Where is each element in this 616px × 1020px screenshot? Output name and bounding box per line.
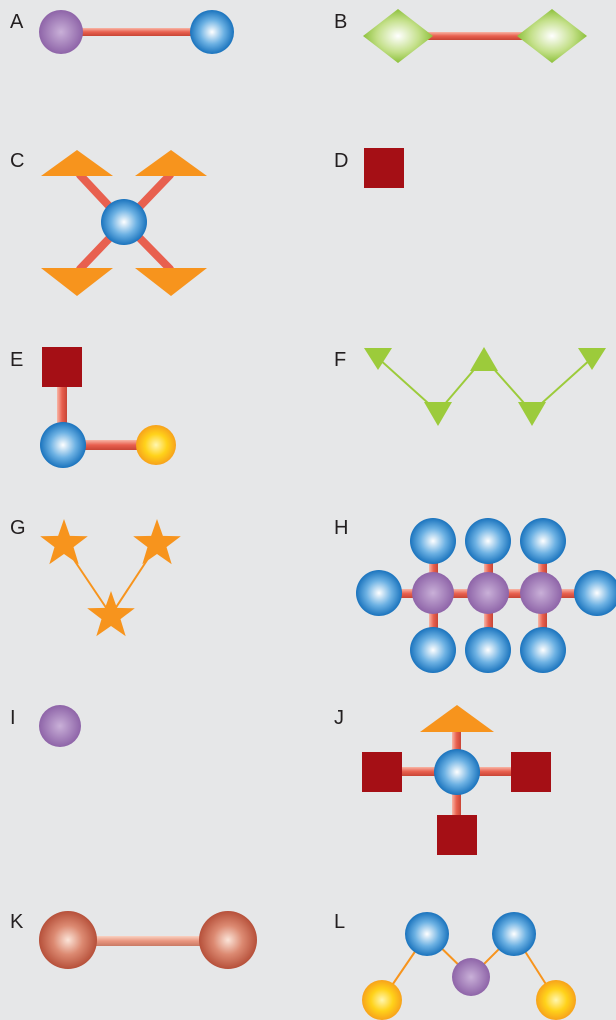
yellow-atom <box>536 980 576 1020</box>
yellow-atom <box>136 425 176 465</box>
red-square-atom <box>42 347 82 387</box>
blue-atom <box>356 570 402 616</box>
blue-atom <box>520 627 566 673</box>
green-triangle-atom <box>424 402 452 426</box>
panel-label-i: I <box>10 707 16 729</box>
panel-label-b: B <box>334 11 348 33</box>
panel-label-h: H <box>334 517 349 539</box>
purple-atom <box>39 705 81 747</box>
blue-atom <box>492 912 536 956</box>
panel-label-d: D <box>334 150 349 172</box>
blue-atom <box>410 518 456 564</box>
bond <box>62 440 157 450</box>
blue-atom <box>434 749 480 795</box>
red-square-atom <box>364 148 404 188</box>
red-square-atom <box>437 815 477 855</box>
orange-star-atom <box>40 519 88 565</box>
molecule-l <box>362 912 576 1020</box>
molecule-k <box>39 911 257 969</box>
orange-star-atom <box>133 519 181 565</box>
blue-atom <box>465 627 511 673</box>
bond <box>60 28 212 36</box>
molecule-f <box>364 347 606 426</box>
orange-star-atom <box>87 591 135 637</box>
panel-label-f: F <box>334 349 347 371</box>
molecule-c <box>41 150 207 296</box>
molecule-e <box>40 347 176 468</box>
orange-triangle-atom <box>135 150 207 176</box>
molecule-i <box>39 705 81 747</box>
blue-atom <box>101 199 147 245</box>
copper-atom <box>199 911 257 969</box>
blue-atom <box>410 627 456 673</box>
purple-atom <box>412 572 454 614</box>
red-square-atom <box>362 752 402 792</box>
purple-atom <box>39 10 83 54</box>
purple-atom <box>520 572 562 614</box>
panel-label-j: J <box>334 707 344 729</box>
panel-label-a: A <box>10 11 24 33</box>
orange-triangle-atom <box>41 150 113 176</box>
green-triangle-atom <box>518 402 546 426</box>
blue-atom <box>190 10 234 54</box>
green-triangle-atom <box>578 348 606 370</box>
orange-triangle-atom <box>135 268 207 296</box>
molecule-j <box>362 705 551 855</box>
purple-atom <box>467 572 509 614</box>
bond <box>398 32 552 40</box>
blue-atom <box>40 422 86 468</box>
molecule-d <box>364 148 404 188</box>
orange-triangle-atom <box>420 705 494 732</box>
green-diamond-atom <box>517 9 587 63</box>
panel-label-e: E <box>10 349 24 371</box>
blue-atom <box>405 912 449 956</box>
molecule-b <box>363 9 587 63</box>
blue-atom <box>465 518 511 564</box>
molecule-h <box>356 518 616 673</box>
orange-triangle-atom <box>41 268 113 296</box>
purple-atom <box>452 958 490 996</box>
molecule-a <box>39 10 234 54</box>
panel-label-c: C <box>10 150 25 172</box>
blue-atom <box>574 570 616 616</box>
green-triangle-atom <box>364 348 392 370</box>
copper-atom <box>39 911 97 969</box>
green-diamond-atom <box>363 9 433 63</box>
molecule-g <box>40 519 181 637</box>
red-square-atom <box>511 752 551 792</box>
bond <box>68 936 228 946</box>
panel-label-k: K <box>10 911 24 933</box>
panel-label-l: L <box>334 911 346 933</box>
yellow-atom <box>362 980 402 1020</box>
bond <box>57 380 67 440</box>
blue-atom <box>520 518 566 564</box>
panel-label-g: G <box>10 517 26 539</box>
green-triangle-atom <box>470 347 498 371</box>
